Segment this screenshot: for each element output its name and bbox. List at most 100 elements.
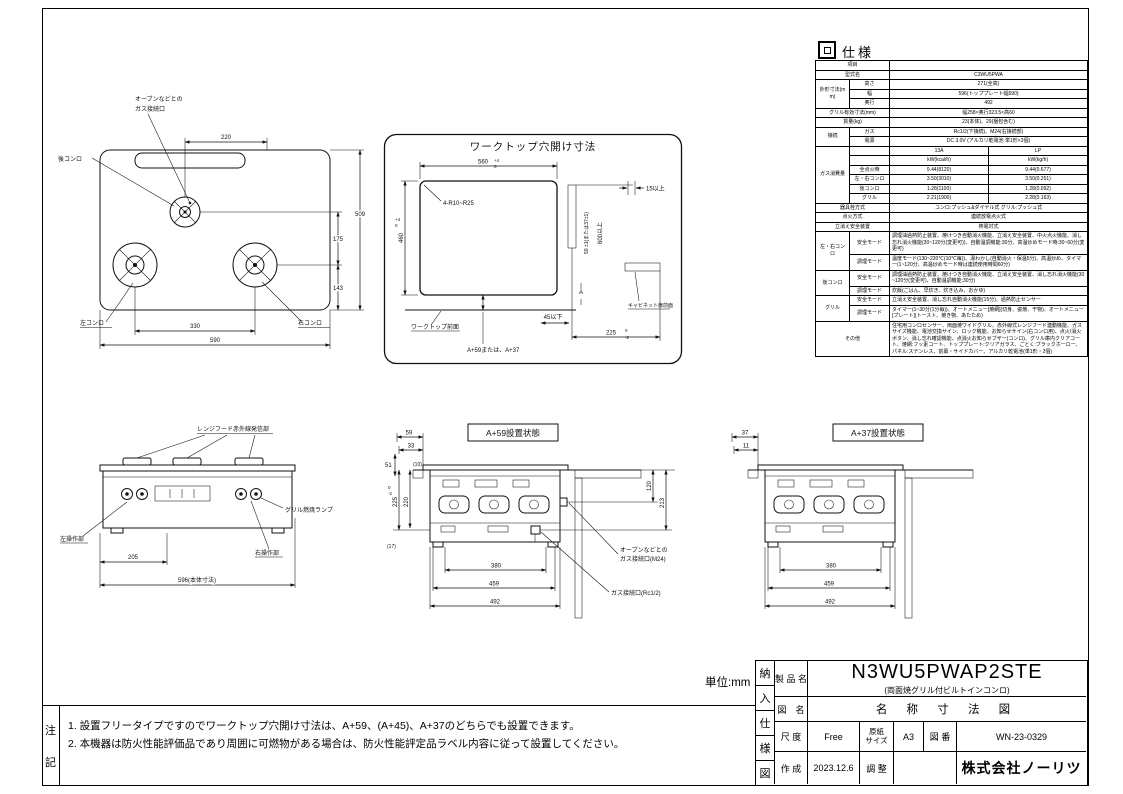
front-edge-section: ワークトップ前面 A+59または、A+37 15以上 59 ±1(または37±1… [405, 181, 673, 354]
spec-consumption-group: ガス消費量 [815, 145, 850, 204]
a37-dim-459: 459 [824, 582, 835, 588]
dim-205: 205 [128, 555, 139, 561]
spec-flame-failure-label: 立消え安全装置 [814, 221, 891, 232]
right-controls-label: 右操作部 [255, 549, 279, 557]
a59-oven-gas-label-2: ガス接続口(M24) [620, 555, 666, 563]
product-name-label: 製 品 名 [775, 661, 808, 697]
top-view-dimensions: 220 330 590 175 143 509 [99, 134, 367, 349]
a59-dim-59: 59 [406, 431, 413, 437]
scale-label: 尺 度 [775, 722, 808, 752]
noritz-mark-inner [823, 46, 831, 54]
spec-gas-value: Rc1/2(下接続)、M24(右接続部) [889, 126, 1089, 137]
a59-dim-17: (17) [387, 544, 396, 550]
rc-connection [530, 525, 541, 535]
spec-width-value: 596(トッププレート幅590) [889, 88, 1089, 99]
dim-460-tol-zero: 0 [395, 223, 398, 228]
a37-installation-drawing: A+37設置状態 37 [731, 423, 974, 619]
notes-label-char-1: 注 [45, 725, 56, 737]
worktop-section [574, 469, 642, 479]
dim-143: 143 [333, 286, 344, 292]
spec-total-label: 全点火時 [848, 164, 891, 175]
hood-sensor-label: レンジフード赤外線発信部 [197, 425, 269, 433]
grill-lamp-label: グリル燃焼ランプ [285, 506, 333, 514]
spec-header-value [889, 60, 1089, 71]
created-value: 2023.12.6 [808, 752, 860, 784]
spec-height-value: 271(全高) [889, 79, 1089, 90]
dim-560-tol-zero: 0 [494, 164, 497, 169]
spec-lr-group: 左・右コンロ [815, 231, 850, 271]
dim-45-max: 45以下 [544, 314, 563, 321]
spec-rear-cook-label: 調理モード [848, 285, 891, 296]
doc-type-char: 納 [756, 661, 775, 686]
spec-weight-value: 23(本体)、29(梱包含む) [889, 117, 1089, 128]
a37-dim-37: 37 [742, 431, 749, 437]
spec-valve-value: コンロ:プッシュ&ダイヤル式 グリル:プッシュ式 [889, 202, 1089, 213]
worktop-title: ワークトップ穴開け寸法 [470, 140, 597, 153]
doc-type-char: 入 [756, 686, 775, 711]
cutout-hole [419, 180, 558, 296]
company-name: 株式会社ノーリツ [961, 760, 1082, 776]
a37-structure [747, 464, 974, 619]
worktop-edge-section [567, 184, 577, 249]
dim-225-tol-m2: -2 [625, 335, 629, 340]
cabinet-front-label: キャビネット扉前面 [628, 302, 673, 309]
dim-175: 175 [333, 237, 344, 243]
left-controls-label: 左操作部 [60, 535, 84, 543]
m24-connection [559, 497, 568, 507]
dim-220: 220 [221, 135, 232, 141]
spec-weight-label: 質量(kg) [814, 117, 891, 128]
spec-rear-cook-value: 炊飯(ごはん、早炊き、炊き込み、おかゆ) [889, 285, 1089, 296]
notes-block: 注 記 1. 設置フリータイプですのでワークトップ穴開け寸法は、A+59、(A+… [42, 705, 756, 786]
spec-model-label: 型式名 [814, 69, 891, 80]
a59-dim-380: 380 [491, 564, 502, 570]
title-block: 納 入 仕 様 図 製 品 名 N3WU5PWAP2STE (両面焼グリル付ビル… [755, 660, 1088, 786]
spec-depth-label: 奥行 [848, 98, 891, 109]
spec-rear-13a: 1.28(1100) [889, 183, 990, 194]
doc-type-char: 図 [756, 761, 775, 784]
spec-lr-cook-label: 調理モード [848, 253, 891, 271]
spec-model-value: C3WU5PWA [889, 69, 1089, 80]
spec-width-label: 幅 [848, 88, 891, 99]
doc-type-char: 様 [756, 736, 775, 761]
spec-lr-safety-label: 安全モード [848, 231, 891, 255]
noritz-mark-icon [818, 41, 836, 59]
top-view-drawing: 220 330 590 175 143 509 オーブンなどとの ガス接続口 [58, 95, 367, 349]
spec-rear-label: 後コンロ [848, 183, 891, 194]
worktop-section [904, 469, 974, 479]
spec-grill-cook-label: 調理モード [848, 304, 891, 322]
spec-grill-dim-label: グリル有効寸法(mm) [814, 107, 891, 118]
worktop-box-border [383, 133, 683, 365]
notes-label-column: 注 記 [42, 706, 60, 786]
spec-grill-safety-value: 立消え安全装置、消し忘れ自動消火機能(15分)、過熱防止センサー [889, 295, 1089, 306]
a59-dim-10: (10) [413, 462, 422, 468]
a59-dim-51: 51 [385, 463, 392, 469]
spec-gas-label: ガス [848, 126, 891, 137]
spec-power-value: DC 3.0V (アルカリ乾電池 単1形×2個) [889, 136, 1089, 147]
top-view-labels: オーブンなどとの ガス接続口 後コンロ 左コンロ 右コンロ [58, 95, 330, 328]
spec-header-item: 項目 [814, 60, 891, 71]
spec-rear-lp: 1.28(0.092) [988, 183, 1089, 194]
spec-empty-cell [848, 145, 891, 156]
paper-size-value: A3 [894, 722, 924, 752]
spec-grill-dim-value: 幅258×奥行323.5×高60 [889, 107, 1089, 118]
spec-empty-cell [848, 155, 891, 166]
a59-dim-220: 220 [404, 496, 410, 507]
spec-grill-safety-label: 安全モード [848, 295, 891, 306]
product-name-cell: N3WU5PWAP2STE (両面焼グリル付ビルトインコンロ) [808, 661, 1086, 697]
right-burner-label: 右コンロ [298, 319, 322, 327]
paper-size-label: 原紙 サイズ [860, 722, 894, 752]
a59-structure [412, 464, 642, 619]
front-view-drawing: レンジフード赤外線発信部 グリル燃焼ランプ 左操作部 右操作部 205 596(… [60, 425, 333, 588]
unit-body [764, 469, 896, 543]
spec-other-label: その他 [814, 320, 891, 357]
dim-560-tol-plus: +4 [494, 158, 500, 163]
spec-total-lp: 9.44(0.677) [988, 164, 1089, 175]
a59-dim-459: 459 [489, 582, 500, 588]
adjust-value-cell [894, 752, 957, 784]
a59-dim-492: 492 [490, 600, 501, 606]
a-note: A+59または、A+37 [467, 347, 520, 354]
dim-590: 590 [210, 338, 221, 344]
a59-dim-213: 213 [660, 497, 666, 508]
a59-dim-225: 225 [393, 496, 399, 507]
a37-title-box [832, 423, 924, 442]
